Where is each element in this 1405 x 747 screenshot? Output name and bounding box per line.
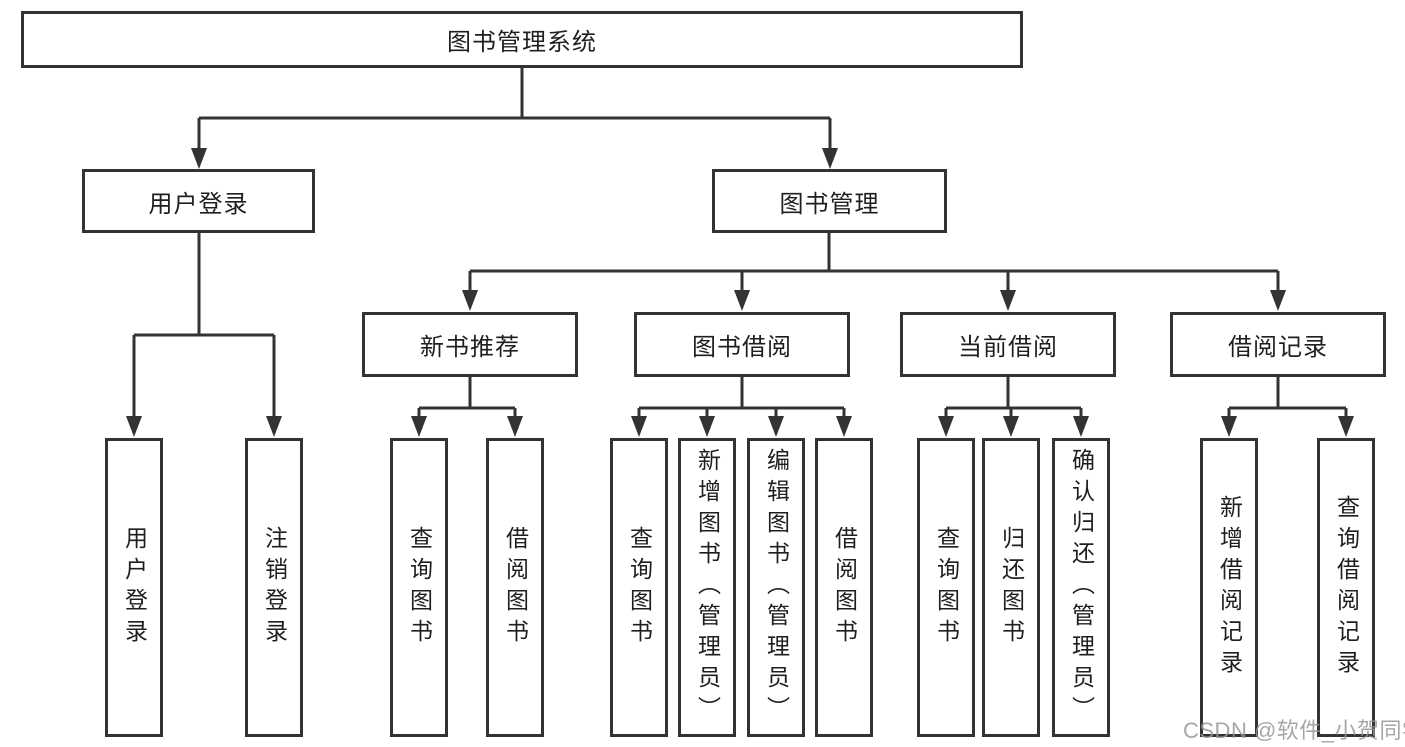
arrow-icon xyxy=(507,416,523,437)
node-book-borrow: 图书借阅 xyxy=(634,312,850,377)
leaf-add-books-admin-label: 新增图书（管理员） xyxy=(694,448,721,727)
arrow-icon xyxy=(699,416,715,437)
leaf-query-borrow-record: 查询借阅记录 xyxy=(1317,438,1375,737)
connector-user-login xyxy=(132,233,276,419)
arrow-icon xyxy=(462,290,478,311)
arrow-icon xyxy=(768,416,784,437)
node-current-borrow-label: 当前借阅 xyxy=(958,334,1058,361)
arrow-icon xyxy=(1270,290,1286,311)
leaf-query-borrow-record-label: 查询借阅记录 xyxy=(1333,494,1360,681)
arrow-icon xyxy=(631,416,647,437)
leaf-confirm-return-admin: 确认归还（管理员） xyxy=(1052,438,1110,737)
node-borrow-record: 借阅记录 xyxy=(1170,312,1386,377)
arrow-icon xyxy=(266,416,282,437)
leaf-query-books-current: 查询图书 xyxy=(917,438,975,737)
leaf-add-books-admin: 新增图书（管理员） xyxy=(678,438,736,737)
leaf-query-books-recommend: 查询图书 xyxy=(390,438,448,737)
arrow-icon xyxy=(126,416,142,437)
arrow-icon xyxy=(191,148,207,169)
leaf-logout-login: 注销登录 xyxy=(245,438,303,737)
arrow-icon xyxy=(938,416,954,437)
leaf-confirm-return-admin-label: 确认归还（管理员） xyxy=(1068,448,1095,727)
leaf-query-books-recommend-label: 查询图书 xyxy=(406,525,433,650)
leaf-borrow-books-recommend: 借阅图书 xyxy=(486,438,544,737)
leaf-borrow-books: 借阅图书 xyxy=(815,438,873,737)
arrow-icon xyxy=(1221,416,1237,437)
leaf-edit-books-admin: 编辑图书（管理员） xyxy=(747,438,805,737)
leaf-return-books: 归还图书 xyxy=(982,438,1040,737)
leaf-add-borrow-record: 新增借阅记录 xyxy=(1200,438,1258,737)
node-book-management: 图书管理 xyxy=(712,169,947,233)
leaf-query-books-borrow: 查询图书 xyxy=(610,438,668,737)
node-current-borrow: 当前借阅 xyxy=(900,312,1116,377)
connector-book-management xyxy=(468,233,1280,294)
arrow-icon xyxy=(1003,416,1019,437)
arrow-icon xyxy=(836,416,852,437)
node-book-borrow-label: 图书借阅 xyxy=(692,334,792,361)
connector-borrow-record xyxy=(1227,377,1348,419)
leaf-query-books-current-label: 查询图书 xyxy=(933,525,960,650)
arrow-icon xyxy=(411,416,427,437)
node-user-login-label: 用户登录 xyxy=(148,190,249,218)
node-borrow-record-label: 借阅记录 xyxy=(1228,334,1328,361)
node-new-book-recommend-label: 新书推荐 xyxy=(420,334,520,361)
node-user-login: 用户登录 xyxy=(82,169,315,233)
leaf-borrow-books-label: 借阅图书 xyxy=(831,525,858,650)
leaf-borrow-books-recommend-label: 借阅图书 xyxy=(502,525,529,650)
arrow-icon xyxy=(1000,290,1016,311)
node-root: 图书管理系统 xyxy=(21,11,1023,68)
connector-book-borrow xyxy=(637,377,846,419)
leaf-logout-login-label: 注销登录 xyxy=(261,525,288,650)
leaf-edit-books-admin-label: 编辑图书（管理员） xyxy=(763,448,790,727)
leaf-return-books-label: 归还图书 xyxy=(998,525,1025,650)
leaf-user-login-label: 用户登录 xyxy=(121,525,148,650)
connector-root xyxy=(197,68,832,151)
arrow-icon xyxy=(1073,416,1089,437)
node-root-label: 图书管理系统 xyxy=(447,29,597,56)
arrow-icon xyxy=(734,290,750,311)
leaf-query-books-borrow-label: 查询图书 xyxy=(626,525,653,650)
arrowheads xyxy=(126,148,1354,437)
connector-new-book-recommend xyxy=(417,377,517,419)
arrow-icon xyxy=(1338,416,1354,437)
node-book-management-label: 图书管理 xyxy=(779,190,880,218)
arrow-icon xyxy=(822,148,838,169)
csdn-watermark: CSDN @软件_小贺同学 xyxy=(1183,718,1405,743)
leaf-add-borrow-record-label: 新增借阅记录 xyxy=(1216,494,1243,681)
leaf-user-login: 用户登录 xyxy=(105,438,163,737)
node-new-book-recommend: 新书推荐 xyxy=(362,312,578,377)
connector-current-borrow xyxy=(944,377,1083,419)
